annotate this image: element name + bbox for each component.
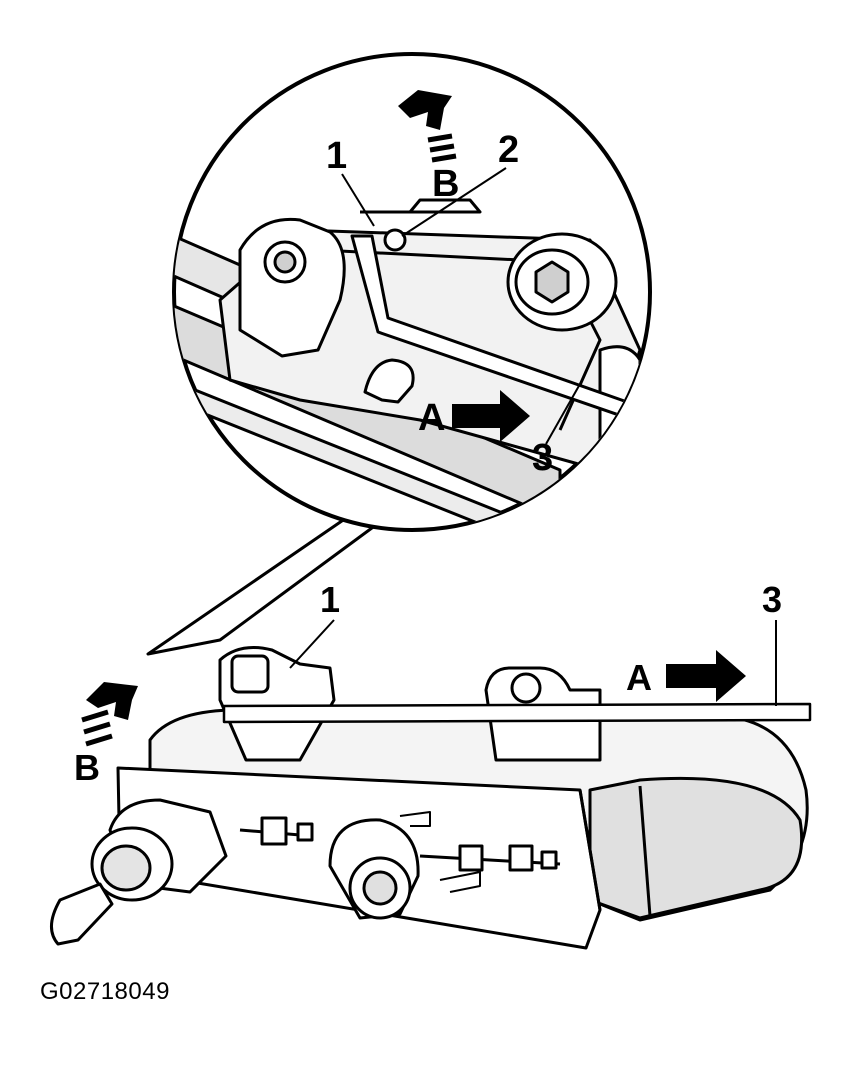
housing-cap <box>588 776 804 920</box>
adjuster-screw-right <box>419 844 561 872</box>
figure-id: G02718049 <box>40 978 170 1005</box>
wire-tool-3 <box>350 234 650 426</box>
clip-2 <box>383 228 407 252</box>
arrow-a-main <box>666 650 746 702</box>
detail-view <box>146 52 652 656</box>
main-label-a: A <box>626 657 652 698</box>
bulb-socket <box>50 798 228 946</box>
main-label-1: 1 <box>320 579 340 620</box>
arrow-a-detail <box>452 390 530 442</box>
wire-tool-3-main <box>222 702 812 724</box>
detail-label-2: 2 <box>498 129 519 171</box>
detail-label-b: B <box>432 163 459 205</box>
main-label-b: B <box>74 747 100 788</box>
main-callouts: 1 3 A B <box>74 579 782 788</box>
detail-parts <box>174 198 650 530</box>
detail-label-3: 3 <box>532 437 553 479</box>
headlamp-assembly <box>50 646 812 950</box>
adjuster-screw-left <box>239 816 314 846</box>
main-label-3: 3 <box>762 579 782 620</box>
detail-label-1: 1 <box>326 135 347 177</box>
detail-callouts: 1 2 B A 3 <box>326 90 581 479</box>
arrow-b-detail <box>398 90 457 163</box>
magnifier-pointer <box>146 512 381 656</box>
arrow-b-main <box>81 682 138 747</box>
adjuster-knob <box>328 818 420 920</box>
detail-label-a: A <box>418 397 445 439</box>
